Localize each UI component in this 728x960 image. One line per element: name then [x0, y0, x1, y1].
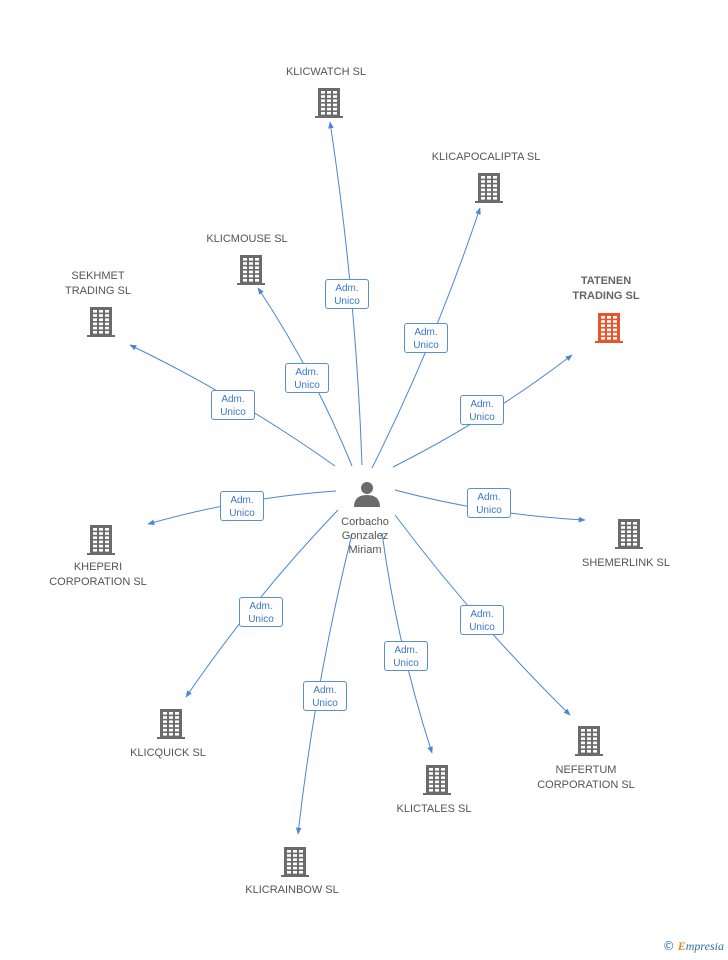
company-label-klicrainbow[interactable]: KLICRAINBOW SL	[245, 884, 339, 896]
company-label-klictales[interactable]: KLICTALES SL	[396, 803, 472, 815]
company-label-klicmouse[interactable]: KLICMOUSE SL	[206, 233, 288, 245]
role-badge-klicquick[interactable]: Adm. Unico	[239, 597, 283, 627]
role-line-2: Unico	[294, 380, 320, 391]
building-icon-klicwatch[interactable]	[315, 88, 343, 118]
company-label-shemerlink[interactable]: SHEMERLINK SL	[581, 557, 671, 569]
role-line-1: Adm.	[295, 367, 319, 378]
role-line-1: Adm.	[230, 495, 254, 506]
role-line-1: Adm.	[394, 645, 418, 656]
copyright-icon: ©	[662, 939, 675, 953]
role-badge-nefertum[interactable]: Adm. Unico	[460, 605, 504, 635]
company-label-kheperi[interactable]: KHEPERI CORPORATION SL	[49, 561, 147, 588]
role-badge-klicapocalipta[interactable]: Adm. Unico	[404, 323, 448, 353]
building-icon-nefertum[interactable]	[575, 726, 603, 756]
role-line-2: Unico	[476, 505, 502, 516]
role-line-1: Adm.	[335, 283, 359, 294]
edges-layer	[129, 121, 586, 835]
role-badge-tatenen[interactable]: Adm. Unico	[460, 395, 504, 425]
role-line-2: Unico	[220, 407, 246, 418]
role-line-1: Adm.	[414, 327, 438, 338]
brand-name: mpresia	[685, 939, 724, 953]
company-label-klicwatch[interactable]: KLICWATCH SL	[285, 66, 367, 78]
role-line-2: Unico	[393, 658, 419, 669]
icons-layer	[87, 88, 643, 877]
role-line-2: Unico	[469, 412, 495, 423]
building-icon-shemerlink[interactable]	[615, 519, 643, 549]
building-icon-sekhmet[interactable]	[87, 307, 115, 337]
role-badge-shemerlink[interactable]: Adm. Unico	[467, 488, 511, 518]
building-icon-kheperi[interactable]	[87, 525, 115, 555]
role-badge-klicmouse[interactable]: Adm. Unico	[285, 363, 329, 393]
role-badge-kheperi[interactable]: Adm. Unico	[220, 491, 264, 521]
company-label-tatenen[interactable]: TATENEN TRADING SL	[572, 275, 640, 302]
role-line-2: Unico	[334, 296, 360, 307]
company-label-klicapocalipta[interactable]: KLICAPOCALIPTA SL	[431, 151, 541, 163]
role-line-1: Adm.	[470, 609, 494, 620]
role-line-1: Adm.	[313, 685, 337, 696]
building-icon-tatenen[interactable]	[595, 313, 623, 343]
brand-initial: E	[677, 939, 686, 953]
role-badge-klicrainbow[interactable]: Adm. Unico	[303, 681, 347, 711]
role-line-2: Unico	[469, 622, 495, 633]
role-line-2: Unico	[248, 614, 274, 625]
role-line-1: Adm.	[470, 399, 494, 410]
role-line-2: Unico	[312, 698, 338, 709]
center-person-name[interactable]: Corbacho Gonzalez Miriam	[341, 516, 389, 556]
company-label-nefertum[interactable]: NEFERTUM CORPORATION SL	[537, 764, 635, 791]
company-label-klicquick[interactable]: KLICQUICK SL	[130, 747, 206, 759]
role-line-1: Adm.	[249, 601, 273, 612]
company-label-sekhmet[interactable]: SEKHMET TRADING SL	[64, 270, 131, 297]
building-icon-klicquick[interactable]	[157, 709, 185, 739]
role-badge-klicwatch[interactable]: Adm. Unico	[325, 279, 369, 309]
footer-brand: ©Empresia	[663, 939, 724, 954]
building-icon-klicmouse[interactable]	[237, 255, 265, 285]
role-badge-klictales[interactable]: Adm. Unico	[384, 641, 428, 671]
role-line-2: Unico	[413, 340, 439, 351]
building-icon-klictales[interactable]	[423, 765, 451, 795]
building-icon-klicrainbow[interactable]	[281, 847, 309, 877]
role-badge-sekhmet[interactable]: Adm. Unico	[211, 390, 255, 420]
role-line-2: Unico	[229, 508, 255, 519]
person-icon[interactable]	[354, 482, 380, 507]
building-icon-klicapocalipta[interactable]	[475, 173, 503, 203]
role-line-1: Adm.	[221, 394, 245, 405]
role-line-1: Adm.	[477, 492, 501, 503]
